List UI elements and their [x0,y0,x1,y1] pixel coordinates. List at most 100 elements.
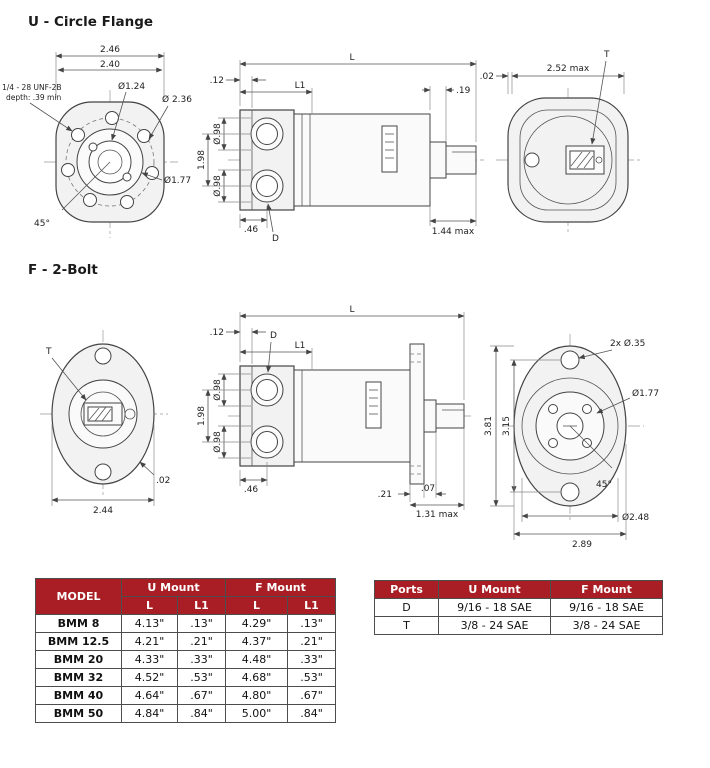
f-l1-value: .84" [287,704,336,723]
port-f-value: 9/16 - 18 SAE [550,598,663,617]
u-l-value: 4.21" [121,632,178,651]
dim-f-l1: L1 [295,341,306,351]
section-title-u-circle-flange: U - Circle Flange [28,14,154,30]
f-output-shaft [435,403,465,429]
f-port-t-label: T [45,347,52,357]
f-nameplate [365,381,382,429]
dim-u-port-span: 1.98 [197,150,207,170]
table-row: BMM 12.5 4.21" .21" 4.37" .21" [35,632,336,651]
table-row: BMM 8 4.13" .13" 4.29" .13" [35,614,336,633]
dim-u-front-width-outer: 2.46 [100,45,120,55]
f-port-top [256,379,278,401]
dim-f-hub-dia: Ø1.77 [632,388,659,399]
dim-u-rear-width-max: 2.52 max [547,64,590,74]
dim-u-lip: .12 [210,76,224,86]
f-l-value: 5.00" [225,704,288,723]
dim-f-21: .21 [378,490,392,500]
f-l-value: 4.37" [225,632,288,651]
dim-f-port-offset: .46 [244,485,259,495]
u-port-bottom [256,175,278,197]
ports-table: Ports U Mount F Mount D 9/16 - 18 SAE 9/… [374,580,663,635]
ports-u-mount-header-cell: U Mount [438,580,551,599]
u-l-value: 4.52" [121,668,178,687]
dim-u-front-width-inner: 2.40 [100,60,120,70]
table-row: BMM 32 4.52" .53" 4.68" .53" [35,668,336,687]
port-u-value: 3/8 - 24 SAE [438,616,551,635]
dim-f-pilot-dia: Ø2.48 [622,512,649,523]
ports-f-mount-header-cell: F Mount [550,580,663,599]
table-row: BMM 40 4.64" .67" 4.80" .67" [35,686,336,705]
dim-u-shoulder: .19 [456,86,471,96]
u-l1-value: .13" [177,614,226,633]
dim-u-pilot-dia: Ø1.77 [164,175,191,186]
f-left-dimensions: T .02 2.44 [45,347,170,516]
f-2-bolt-drawing: T .02 2.44 [40,305,659,550]
f-l1-value: .33" [287,650,336,669]
dim-f-lip: .12 [210,328,224,338]
model-name: BMM 50 [35,704,122,723]
dim-u-overall-length: L [349,53,354,63]
u-rear-dimensions: .02 2.52 max T [480,50,625,145]
u-output-shaft [445,145,477,175]
f-side-view [228,343,474,485]
u-port-d-label: D [272,234,279,244]
dim-u-rear-lip: .02 [480,72,494,82]
u-thread-note-line1: 1/4 - 28 UNF-2B [2,83,62,92]
u-l-value: 4.13" [121,614,178,633]
u-l-value: 4.84" [121,704,178,723]
u-mount-header-cell: U Mount [121,578,226,597]
f-mount-plate [409,343,425,485]
model-name: BMM 20 [35,650,122,669]
f-bolt-hole-bottom [560,482,580,502]
u-side-dimensions: L .12 L1 .19 Ø.98 Ø.98 1.98 [197,53,477,244]
f-l1-value: .21" [287,632,336,651]
f-face-dimensions: 2x Ø.35 Ø1.77 3.81 3.15 45° Ø2.48 2.89 [484,338,659,550]
section-title-f-2-bolt: F - 2-Bolt [28,262,98,278]
dim-f-left-lip: .02 [156,476,170,486]
port-name: D [374,598,439,617]
u-front-dimensions: 2.46 2.40 1/4 - 28 UNF-2B depth: .39 min… [2,45,192,229]
u-nameplate [381,125,398,173]
model-name: BMM 8 [35,614,122,633]
port-f-value: 3/8 - 24 SAE [550,616,663,635]
f-port-d-label: D [270,331,277,341]
model-table-header-row-1: MODEL U Mount F Mount [35,578,336,615]
u-l1-header-cell: L1 [177,596,226,615]
u-bolt-circle [65,117,155,207]
dim-u-bolt-angle: 45° [34,219,50,229]
f-l-value: 4.48" [225,650,288,669]
u-l1-value: .33" [177,650,226,669]
f-side-dimensions: L .12 D L1 Ø.98 Ø.98 1.98 .46 [197,305,465,520]
dim-f-bolt-holes: 2x Ø.35 [610,338,645,349]
port-name: T [374,616,439,635]
u-l1-value: .21" [177,632,226,651]
model-name: BMM 12.5 [35,632,122,651]
u-l-header-cell: L [121,596,178,615]
f-motor-body [293,369,411,463]
ports-table-header-row: Ports U Mount F Mount [374,580,663,599]
dim-f-face-width: 2.89 [572,540,592,550]
u-port-t-label: T [603,50,610,60]
dim-u-bolt-circle-dia: Ø 2.36 [162,94,192,105]
dim-u-l1: L1 [295,81,306,91]
u-l-value: 4.64" [121,686,178,705]
u-l-value: 4.33" [121,650,178,669]
f-l-header-cell: L [225,596,288,615]
f-l-value: 4.68" [225,668,288,687]
u-l1-value: .67" [177,686,226,705]
dim-f-port-span: 1.98 [197,406,207,426]
u-l1-value: .84" [177,704,226,723]
f-left-view [40,330,168,498]
f-l-value: 4.80" [225,686,288,705]
model-dimensions-table: MODEL U Mount F Mount L L1 L L1 BMM 8 4.… [35,578,336,723]
port-u-value: 9/16 - 18 SAE [438,598,551,617]
u-l1-value: .53" [177,668,226,687]
u-thread-note-line2: depth: .39 min [6,93,61,102]
dim-f-shaft-max: 1.31 max [416,510,459,520]
dim-u-shaft-max: 1.44 max [432,227,475,237]
f-l1-value: .67" [287,686,336,705]
dim-f-angle: 45° [596,480,612,490]
table-row: T 3/8 - 24 SAE 3/8 - 24 SAE [374,616,663,635]
u-motor-body [293,113,431,207]
f-l1-header-cell: L1 [287,596,336,615]
